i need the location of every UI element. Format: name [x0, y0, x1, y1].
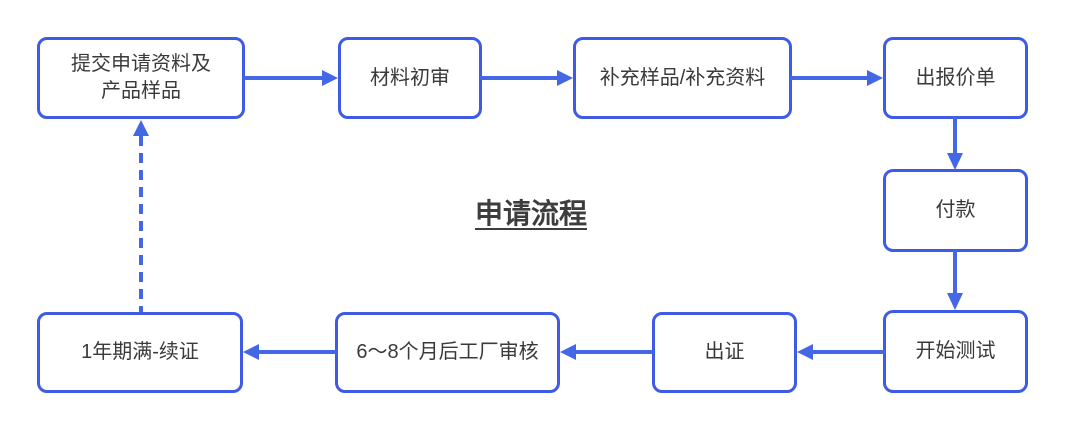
arrow-payment-to-testing-line [953, 250, 957, 293]
arrow-certificate-to-audit-head-icon [560, 344, 576, 360]
node-certificate: 出证 [652, 312, 797, 393]
node-material-review: 材料初审 [338, 37, 482, 119]
arrow-quotation-to-payment-line [953, 117, 957, 153]
arrow-renewal-to-submit-head-icon [133, 120, 149, 136]
node-start-testing: 开始测试 [883, 310, 1028, 393]
arrow-testing-to-certificate-line [813, 350, 885, 354]
node-payment: 付款 [883, 169, 1028, 252]
arrow-supplement-to-quotation-line [790, 76, 867, 80]
arrow-review-to-supplement-head-icon [557, 70, 573, 86]
arrow-review-to-supplement-line [480, 76, 557, 80]
diagram-title: 申请流程 [474, 198, 587, 229]
arrow-testing-to-certificate-head-icon [797, 344, 813, 360]
arrow-audit-to-renewal-head-icon [243, 344, 259, 360]
node-factory-audit: 6～8个月后工厂审核 [335, 312, 560, 393]
node-renewal: 1年期满-续证 [37, 312, 243, 393]
arrow-payment-to-testing-head-icon [947, 293, 963, 310]
node-supplement: 补充样品/补充资料 [573, 37, 792, 119]
arrow-audit-to-renewal-line [259, 350, 337, 354]
arrow-submit-to-review-head-icon [322, 70, 338, 86]
arrow-supplement-to-quotation-head-icon [867, 70, 883, 86]
arrow-certificate-to-audit-line [576, 350, 654, 354]
node-submit: 提交申请资料及 产品样品 [37, 37, 245, 119]
node-quotation: 出报价单 [883, 37, 1028, 119]
arrow-quotation-to-payment-head-icon [947, 153, 963, 170]
arrow-renewal-to-submit-dashed-line [139, 136, 143, 312]
arrow-submit-to-review-line [243, 76, 322, 80]
